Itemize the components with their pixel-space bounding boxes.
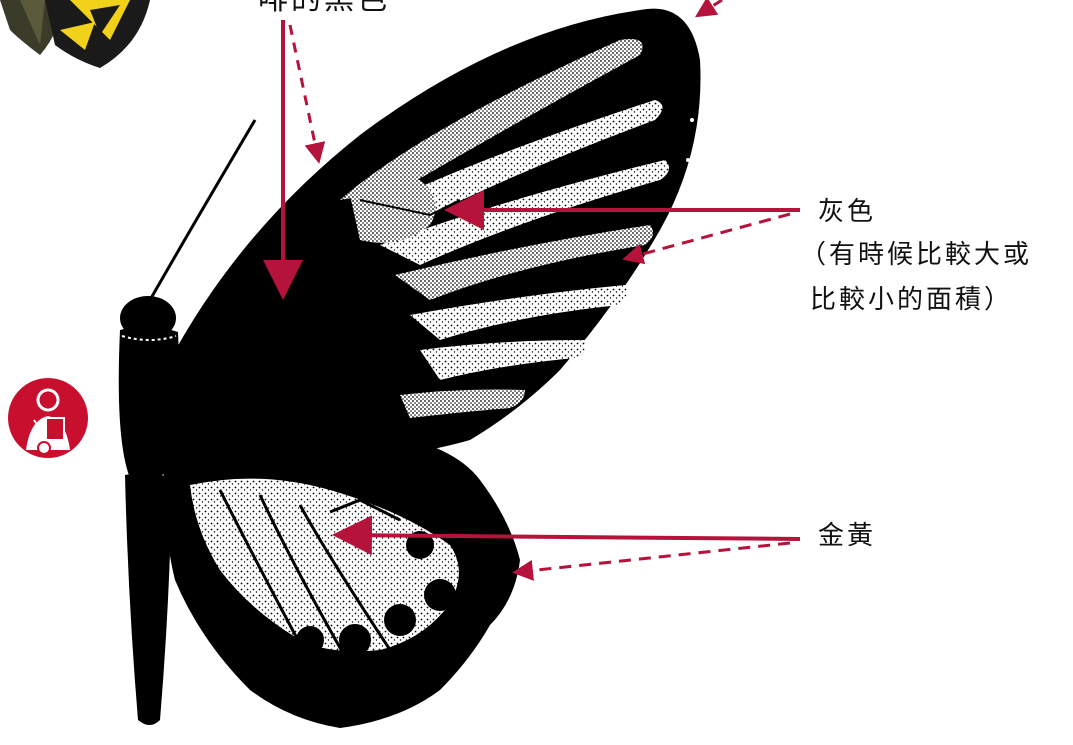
reader-with-magnifier-icon <box>8 378 88 458</box>
arrow-top-right-dashed <box>700 0 722 14</box>
butterfly-thumbnail-icon <box>0 0 150 68</box>
label-grey-note-line2: 比較小的面積） <box>810 280 1013 320</box>
butterfly-body <box>119 296 179 725</box>
arrow-gold-dashed <box>518 543 790 572</box>
hindwing <box>164 425 520 728</box>
arrow-top-dashed <box>290 25 318 158</box>
forewing <box>170 9 701 460</box>
label-grey: 灰色 <box>818 192 876 232</box>
label-grey-note-line1: （有時候比較大或 <box>800 235 1032 275</box>
label-brownish-black: 啡的黑色 <box>258 0 390 20</box>
label-gold: 金黃 <box>818 516 876 556</box>
